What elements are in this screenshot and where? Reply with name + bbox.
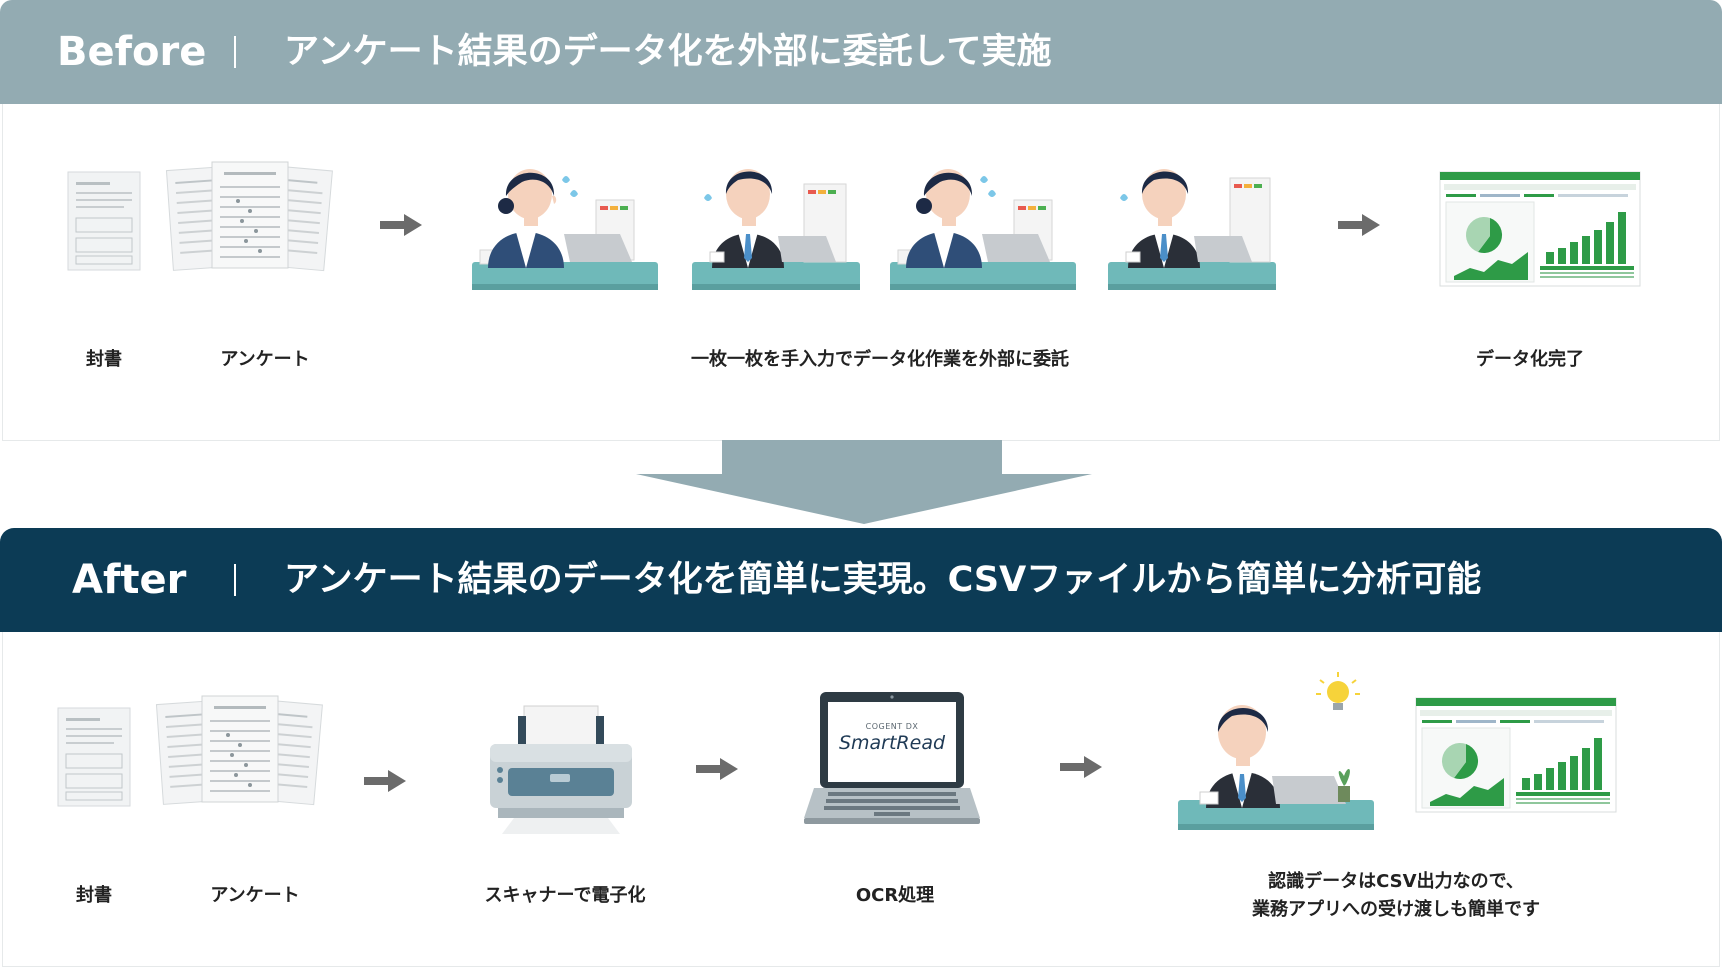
arrow-right-icon	[1060, 756, 1102, 778]
worker-icon	[472, 169, 658, 290]
after-title: アンケート結果のデータ化を簡単に実現。CSVファイルから簡単に分析可能	[284, 560, 1482, 600]
arrow-right-icon	[364, 770, 406, 792]
survey-sheets-icon	[165, 161, 333, 272]
after-banner: After アンケート結果のデータ化を簡単に実現。CSVファイルから簡単に分析可…	[0, 528, 1722, 632]
label-scanner: スキャナーで電子化	[484, 885, 646, 906]
arrow-down-icon	[636, 440, 1092, 524]
before-banner: Before アンケート結果のデータ化を外部に委託して実施	[0, 0, 1722, 104]
before-panel	[2, 104, 1720, 441]
label-envelope: 封書	[76, 885, 112, 906]
envelope-icon	[67, 171, 141, 271]
lightbulb-icon	[1316, 672, 1360, 710]
before-title: アンケート結果のデータ化を外部に委託して実施	[284, 32, 1052, 72]
screen-brand-small: COGENT DX	[865, 722, 919, 731]
envelope-icon	[57, 707, 131, 807]
before-tag: Before	[57, 29, 207, 75]
label-done: データ化完了	[1476, 349, 1584, 370]
arrow-right-icon	[1338, 214, 1380, 236]
arrow-right-icon	[696, 758, 738, 780]
spreadsheet-icon	[1415, 697, 1617, 813]
worker-icon	[890, 169, 1076, 290]
arrow-right-icon	[380, 214, 422, 236]
worker-icon	[692, 169, 860, 290]
printer-icon	[490, 705, 632, 834]
banner-divider	[234, 36, 236, 68]
banner-divider	[234, 564, 236, 596]
label-result-line1: 認識データはCSV出力なので、	[1268, 871, 1524, 892]
label-outsource: 一枚一枚を手入力でデータ化作業を外部に委託	[691, 349, 1069, 370]
worker-icon	[1178, 705, 1374, 830]
spreadsheet-icon	[1439, 171, 1641, 287]
label-survey: アンケート	[220, 349, 310, 370]
label-survey: アンケート	[210, 885, 300, 906]
label-envelope: 封書	[86, 349, 122, 370]
after-tag: After	[72, 557, 187, 603]
label-ocr: OCR処理	[855, 885, 935, 906]
worker-icon	[1108, 169, 1276, 290]
laptop-icon	[804, 692, 980, 824]
survey-sheets-icon	[155, 695, 323, 806]
screen-brand: SmartRead	[838, 732, 946, 754]
label-result-line2: 業務アプリへの受け渡しも簡単です	[1252, 899, 1540, 920]
